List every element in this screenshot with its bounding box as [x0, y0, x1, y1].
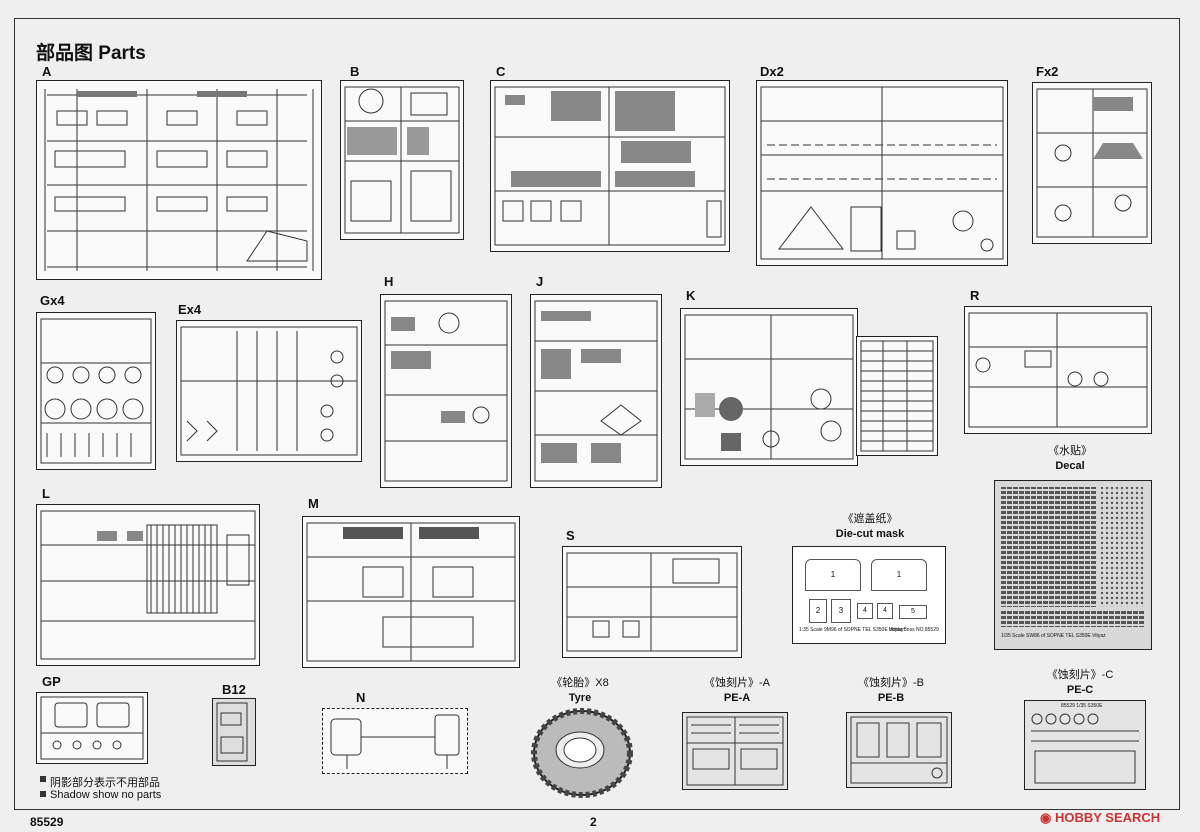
pe-c-fret: 85529 1/35 S350E — [1024, 700, 1146, 790]
decal-fine-print: 1/35 Scale SW86 of SOPNE TEL S350E Vitya… — [1001, 633, 1106, 639]
pe-a-caption-en: PE-A — [723, 692, 751, 704]
sprue-h — [380, 294, 512, 488]
decal-caption: 《水贴》 Decal — [1010, 444, 1130, 474]
pe-a-fret — [682, 712, 788, 790]
mask-piece-2: 2 — [809, 599, 827, 623]
pe-c-caption: 《蚀刻片》-C PE-C — [1030, 668, 1130, 698]
sprue-label-s: S — [566, 528, 575, 543]
pe-c-caption-cn: 《蚀刻片》-C — [1046, 669, 1114, 681]
sprue-c — [490, 80, 730, 252]
mask-piece-1b: 1 — [871, 559, 927, 591]
decal-sheet: 1/35 Scale SW86 of SOPNE TEL S350E Vitya… — [994, 480, 1152, 650]
mask-scale-text: 1:35 Scale 9M96 of SOPNE TEL S350E Vitya… — [799, 627, 903, 633]
pe-a-caption-cn: 《蚀刻片》-A — [704, 677, 770, 689]
mask-piece-4b: 4 — [877, 603, 893, 619]
sprue-label-b12: B12 — [222, 682, 246, 697]
sprue-label-ex4: Ex4 — [178, 302, 202, 317]
pe-a-caption: 《蚀刻片》-A PE-A — [692, 676, 782, 706]
watermark-logo-icon: ◉ — [1040, 810, 1055, 825]
mask-piece-1a: 1 — [805, 559, 861, 591]
sprue-label-j: J — [536, 274, 544, 289]
sprue-label-a: A — [42, 64, 52, 79]
tyre-image — [531, 708, 633, 798]
mask-caption-en: Die-cut mask — [835, 528, 905, 540]
sprue-label-dx2: Dx2 — [760, 64, 784, 79]
sprue-l — [36, 504, 260, 666]
legend-cn: 阴影部分表示不用部品 — [50, 777, 160, 789]
mask-piece-3: 3 — [831, 599, 851, 623]
sprue-fx2 — [1032, 82, 1152, 244]
mask-caption-cn: 《遮盖纸》 — [842, 513, 898, 525]
tyre-caption-en: Tyre — [568, 692, 592, 704]
tyre-caption-cn: 《轮胎》X8 — [551, 677, 609, 689]
sprue-label-r: R — [970, 288, 980, 303]
mask-brand-text: HobbyBoss NO.85529 — [889, 627, 939, 633]
page-title: 部品图 Parts — [36, 43, 146, 64]
sprue-label-n: N — [356, 690, 366, 705]
pe-b-fret — [846, 712, 952, 788]
pe-b-caption: 《蚀刻片》-B PE-B — [846, 676, 936, 706]
sprue-r — [964, 306, 1152, 434]
sprue-label-gp: GP — [42, 674, 61, 689]
sprue-m — [302, 516, 520, 668]
sprue-label-k: K — [686, 288, 696, 303]
sprue-s — [562, 546, 742, 658]
sprue-label-m: M — [308, 496, 319, 511]
legend-en: Shadow show no parts — [50, 789, 162, 801]
watermark: ◉ HOBBY SEARCH — [1040, 810, 1160, 826]
sprue-gp — [36, 692, 148, 764]
sprue-j — [530, 294, 662, 488]
pe-c-caption-en: PE-C — [1066, 684, 1094, 696]
sprue-k-track — [856, 336, 938, 456]
pe-c-plate-text: 85529 1/35 S350E — [1061, 703, 1103, 709]
sprue-label-l: L — [42, 486, 50, 501]
watermark-text: HOBBY SEARCH — [1054, 810, 1161, 825]
die-cut-mask: 1 1 2 3 4 4 5 1:35 Scale 9M96 of SOPNE T… — [792, 546, 946, 644]
sprue-label-fx2: Fx2 — [1036, 64, 1059, 79]
mask-piece-4a: 4 — [857, 603, 873, 619]
sprue-gx4 — [36, 312, 156, 470]
decal-caption-en: Decal — [1055, 460, 1085, 472]
part-b12 — [212, 698, 256, 766]
pe-b-caption-cn: 《蚀刻片》-B — [858, 677, 924, 689]
pe-b-caption-en: PE-B — [877, 692, 905, 704]
legend-bullet-1 — [40, 776, 46, 782]
sprue-dx2 — [756, 80, 1008, 266]
sprue-label-gx4: Gx4 — [40, 293, 65, 308]
sprue-label-h: H — [384, 274, 394, 289]
page-number: 2 — [590, 815, 597, 829]
sprue-label-b: B — [350, 64, 360, 79]
sprue-ex4 — [176, 320, 362, 462]
sprue-b — [340, 80, 464, 240]
kit-number: 85529 — [30, 815, 64, 829]
legend-bullet-2 — [40, 791, 46, 797]
sprue-k — [680, 308, 858, 466]
sprue-label-c: C — [496, 64, 506, 79]
sprue-a — [36, 80, 322, 280]
mask-caption: 《遮盖纸》 Die-cut mask — [800, 512, 940, 542]
decal-caption-cn: 《水贴》 — [1048, 445, 1092, 457]
tyre-caption: 《轮胎》X8 Tyre — [540, 676, 620, 706]
sprue-n — [322, 708, 468, 774]
mask-piece-5: 5 — [899, 605, 927, 619]
page-frame — [14, 18, 1180, 810]
